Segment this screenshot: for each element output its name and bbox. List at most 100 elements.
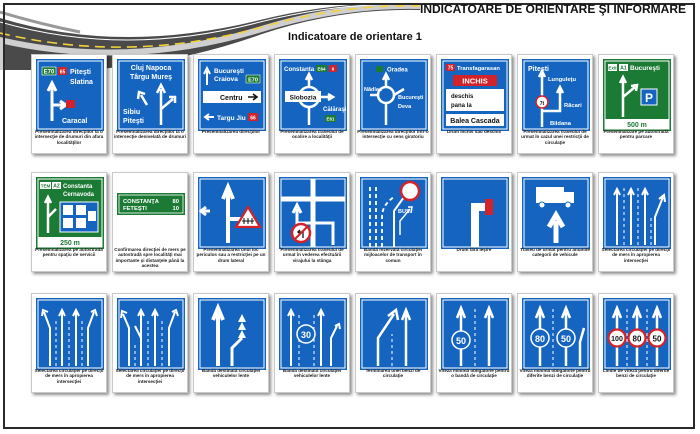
sign-card-slow-lane-2: 30 Bandă destinată circulaţiei vehiculel… <box>274 293 350 393</box>
sign-card-lane-selection-3: Selectarea circulaţiei pe direcţii de me… <box>112 293 188 393</box>
sign-caption: Presemnalizarea pe autostradă pentru spa… <box>35 247 103 258</box>
sign-card-directions: Bucureşti Craiova E70 Centru Targu Jiu 6… <box>193 54 269 154</box>
route-6: 6 <box>332 67 335 72</box>
sign-caption: Viteza minimă obligatorie pentru o bandă… <box>438 368 510 379</box>
dest-bildana: Bildana <box>550 121 572 127</box>
dest-racari: Răcari <box>564 103 582 109</box>
dest-targu-jiu: Targu Jiu <box>217 115 246 122</box>
sign-card-slow-lane-1: Bandă destinată circulaţiei vehiculelor … <box>193 293 269 393</box>
sign-caption: Presemnalizarea unui loc periculos sau a… <box>196 247 266 263</box>
dest-craiova: Craiova <box>214 76 238 83</box>
sign-card-danger-lateral: Presemnalizarea unui loc periculos sau a… <box>193 172 269 272</box>
road-illustration <box>0 2 420 70</box>
distance-label: 500 m <box>627 122 647 129</box>
sign-caption: Bandă rezervată circulaţiei mijloacelor … <box>363 247 423 263</box>
sign-card-left-turn-route: Presemnalizarea traseului de urmat în ve… <box>274 172 350 272</box>
closed-label: INCHIS <box>462 77 487 86</box>
sign-caption: Viteza minimă obligatorie pentru diferit… <box>519 368 591 379</box>
min-speed-30: 30 <box>301 330 311 340</box>
sign-caption: Presemnalizarea direcţiilor la o interse… <box>114 129 186 140</box>
a1-label: A1 <box>620 66 627 72</box>
sign-caption: Presemnalizarea traseului de urmat în ca… <box>521 129 589 145</box>
dest-cluj: Cluj Napoca <box>131 65 172 72</box>
dest-nadlac: Nădlac <box>364 87 382 93</box>
dest-calarasi: Călăraşi <box>323 107 347 113</box>
sign-image <box>441 177 509 249</box>
sign-image <box>603 177 671 249</box>
sign-image: Cluj Napoca Târgu Mureş Sibiu Piteşti <box>117 59 185 131</box>
dest-slatina: Slatina <box>70 79 93 86</box>
sign-image: CONSTANŢA 80 FETEŞTI 10 <box>117 193 185 215</box>
sign-card-lane-selection-1: Selectarea circulaţiei pe direcţii de me… <box>598 172 674 272</box>
sign-card-speed-limits-lanes: 100 80 50 Limite de viteză pentru diferi… <box>598 293 674 393</box>
sign-image <box>198 298 266 370</box>
sign-image: BUS <box>360 177 428 249</box>
speed-limit-50: 50 <box>653 335 662 344</box>
sign-caption: Presemnalizarea traseului de ocolire a l… <box>280 129 344 140</box>
dest-fetesti: FETEŞTI <box>123 206 147 212</box>
sign-card-lane-selection-2: Selectarea circulaţiei pe direcţii de me… <box>31 293 107 393</box>
sign-image: 80 50 <box>522 298 590 370</box>
sign-image: E70 65 Piteşti Slatina Caracal <box>36 59 104 131</box>
dest-deva: Deva <box>398 104 412 110</box>
sign-card-bypass: Constanta E64 6 Slobozia Călăraşi E61 Pr… <box>274 54 350 154</box>
sign-caption: Presemnalizarea traseului de urmat în ve… <box>280 247 344 263</box>
sign-caption: Bandă destinată circulaţiei vehiculelor … <box>282 368 342 379</box>
bus-label: BUS <box>398 209 410 215</box>
dest-pitesti: Piteşti <box>70 69 91 76</box>
route-66: 66 <box>250 116 256 122</box>
tem-label: TEM <box>41 184 51 189</box>
sign-image <box>279 177 347 249</box>
sign-caption: Drum fără ieşire <box>456 247 492 252</box>
sign-card-min-speed-lanes: 80 50 Viteza minimă obligatorie pentru d… <box>517 293 593 393</box>
sign-image: TEM A2 Constanta Cernavoda 250 m <box>36 177 104 249</box>
speed-limit-80: 80 <box>633 335 642 344</box>
sign-caption: Confirmarea direcţiei de mers pe autostr… <box>114 247 186 269</box>
e70-label: E70 <box>44 70 55 76</box>
speed-limit-100: 100 <box>611 336 623 343</box>
sign-caption: Selectarea circulaţiei pe direcţii de me… <box>601 247 671 263</box>
sign-card-bus-lane: BUS Bandă rezervată circulaţiei mijloace… <box>355 172 431 272</box>
dest-slobozia: Slobozia <box>290 95 317 102</box>
dest-targu-mures: Târgu Mureş <box>130 74 172 81</box>
sign-card-vehicle-category-route: Traseu de urmat pentru anumite categorii… <box>517 172 593 272</box>
min-speed-50: 50 <box>456 336 466 346</box>
exit-label: Exit <box>608 66 617 71</box>
sign-image <box>522 177 590 249</box>
sign-card-dead-end: Drum fără ieşire <box>436 172 512 272</box>
dest-constanta: Constanta <box>63 184 93 190</box>
a2-label: A2 <box>53 184 60 190</box>
weight-limit: 7t <box>540 101 545 107</box>
route-65: 65 <box>60 70 66 76</box>
sign-image: 30 <box>279 298 347 370</box>
section-subtitle: Indicatoare de orientare 1 <box>288 31 422 43</box>
sign-card-lane-end: Terminarea unei benzi de circulaţie <box>355 293 431 393</box>
sign-caption: Traseu de urmat pentru anumite categorii… <box>520 247 590 258</box>
page-title: INDICATOARE DE ORIENTARE ŞI INFORMARE <box>419 2 686 16</box>
sign-caption: Selectarea circulaţiei pe direcţii de me… <box>115 368 185 384</box>
sign-caption: Presemnalizarea direcţiilor într-o inter… <box>357 129 429 140</box>
sign-card-directions-interchange: Cluj Napoca Târgu Mureş Sibiu Piteşti Pr… <box>112 54 188 154</box>
sign-image: 100 80 50 <box>603 298 671 370</box>
sign-image <box>198 177 266 249</box>
dest-constanta: Constanta <box>284 66 315 73</box>
sign-image <box>117 298 185 370</box>
sign-card-roundabout: Oradea Nădlac Bucureşti Deva Presemnaliz… <box>355 54 431 154</box>
sign-image: Oradea Nădlac Bucureşti Deva <box>360 59 428 131</box>
road-name: Transfagarasan <box>457 66 500 72</box>
dest-bucuresti: Bucureşti <box>398 95 424 101</box>
dest-sibiu: Sibiu <box>123 109 140 116</box>
sign-card-motorway-services: TEM A2 Constanta Cernavoda 250 m Presemn… <box>31 172 107 272</box>
page-frame <box>3 3 695 429</box>
sign-card-restriction-route: Piteşti Lunguleţu 7t Răcari Bildana Pres… <box>517 54 593 154</box>
sign-caption: Presemnalizarea direcţiilor la o interse… <box>34 129 104 145</box>
e70-label: E70 <box>248 78 258 84</box>
sign-card-motorway-parking: Exit A1 Bucureşti P 500 m Presemnalizare… <box>598 54 674 154</box>
distance-constanta: 80 <box>173 199 179 205</box>
sign-caption: Presemnalizare pe autostradă pentru parc… <box>603 129 669 140</box>
sign-caption: Selectarea circulaţiei pe direcţii de me… <box>34 368 104 384</box>
dest-pitesti: Piteşti <box>528 66 549 73</box>
dest-cernavoda: Cernavoda <box>63 192 95 198</box>
dest-caracal: Caracal <box>62 118 87 125</box>
sign-caption: Bandă destinată circulaţiei vehiculelor … <box>201 368 261 379</box>
